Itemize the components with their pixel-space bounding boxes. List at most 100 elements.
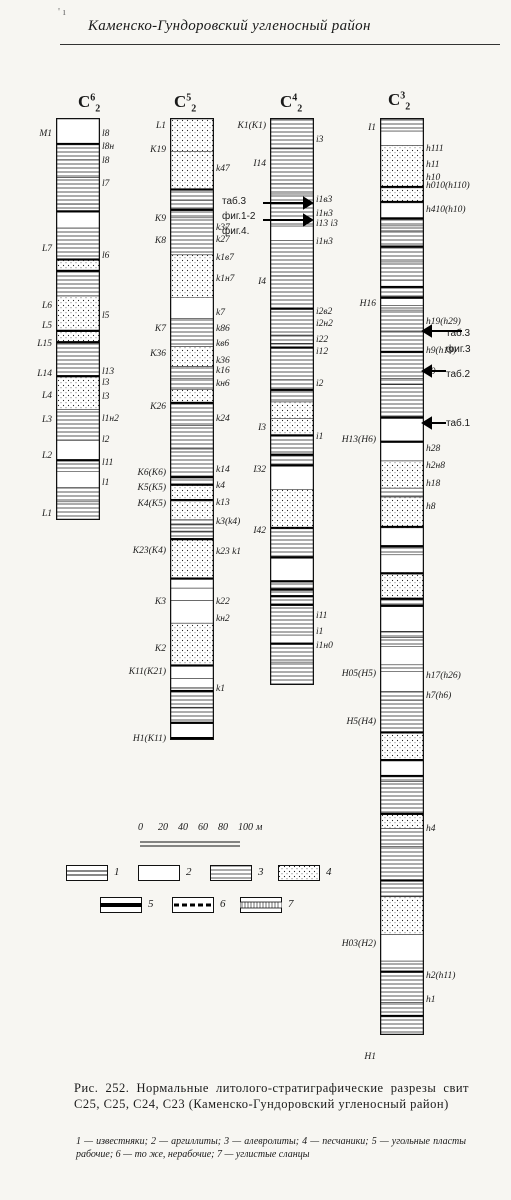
legend-number-7: 7 (288, 898, 294, 910)
coal-seam-20 (271, 580, 313, 583)
coal-seam-0 (57, 142, 99, 145)
right-label-c2-3-15: h2(h11) (426, 971, 456, 981)
legend-number-6: 6 (220, 898, 226, 910)
coal-seam-4 (57, 210, 99, 213)
strata-svg (57, 119, 99, 519)
stratum-dots-22 (171, 539, 213, 580)
right-label-c2-4-3: i13 i3 (316, 219, 338, 229)
left-label-c2-4-4: I32 (253, 465, 266, 475)
coal-seam-19 (271, 556, 313, 559)
stratum-hatch-0 (271, 119, 313, 150)
right-label-c2-6-3: l7 (102, 179, 110, 189)
right-label-c2-6-7: l3 (102, 378, 110, 388)
annotation-c2-4-0: таб.3 (222, 196, 247, 207)
left-label-c2-4-3: I3 (258, 423, 266, 433)
stratum-dots-2 (381, 145, 423, 189)
strata-svg (381, 119, 423, 1034)
right-label-c2-4-4: i1н3 (316, 237, 333, 247)
coal-seam-21 (271, 588, 313, 591)
left-label-c2-6-4: L15 (37, 339, 52, 349)
coal-seam-21 (171, 538, 213, 541)
right-label-c2-5-8: k36 (216, 356, 230, 366)
legend-caption: 1 — известняки; 2 — аргиллиты; 3 — алевр… (76, 1136, 466, 1160)
scale-tick-label-0: 0 (138, 822, 143, 833)
stratum-hatch-18 (57, 501, 99, 519)
column-title-c2-5: C52 (174, 92, 197, 115)
stratum-hatch-6 (57, 227, 99, 261)
legend-swatch-siltstone (210, 865, 252, 881)
right-label-c2-5-15: k3(k4) (216, 517, 241, 527)
right-label-c2-3-16: h1 (426, 995, 436, 1005)
stratum-blank-19 (381, 418, 423, 443)
coal-seam-10 (381, 285, 423, 288)
strata-svg (171, 119, 213, 739)
legend-swatch-coal-working (100, 897, 142, 913)
right-label-c2-6-11: l11 (102, 458, 114, 468)
left-label-c2-6-1: L7 (41, 244, 52, 254)
right-label-c2-3-8: h28 (426, 444, 441, 454)
left-label-c2-3-4: H5(H4) (346, 717, 376, 727)
coal-seam-18 (381, 416, 423, 419)
annotation-c2-3-2: таб.2 (446, 369, 471, 380)
right-label-c2-6-0: l8 (102, 129, 110, 139)
right-label-c2-6-10: l2 (102, 435, 110, 445)
right-label-c2-6-5: l5 (102, 311, 110, 321)
right-label-c2-6-12: l1 (102, 478, 110, 488)
right-label-c2-4-13: i1н0 (316, 641, 333, 651)
left-label-c2-4-1: I14 (253, 159, 266, 169)
left-label-c2-6-5: L14 (37, 369, 52, 379)
scale-tick-label-5: 100 (238, 822, 253, 833)
right-label-c2-4-11: i11 (316, 611, 328, 621)
coal-seam-36 (381, 731, 423, 734)
coal-seam-11 (57, 375, 99, 378)
left-label-c2-6-6: L4 (41, 391, 52, 401)
stratum-hatch-5 (171, 217, 213, 256)
coal-seam-15 (271, 453, 313, 456)
stratum-dots-9 (57, 295, 99, 333)
coal-seam-26 (171, 664, 213, 667)
stratigraphic-column-c2-3 (380, 118, 424, 1035)
left-label-c2-5-10: K23(K4) (132, 546, 166, 556)
right-label-c2-5-10: kн6 (216, 379, 230, 389)
stratum-hatch-8 (57, 271, 99, 297)
coal-seam-6 (57, 258, 99, 261)
left-label-c2-5-3: K8 (154, 236, 166, 246)
left-label-c2-5-11: K3 (154, 597, 166, 607)
legend-number-3: 3 (258, 866, 264, 878)
coal-seam-38 (381, 774, 423, 777)
left-label-c2-4-0: K1(K1) (237, 121, 267, 131)
coal-seam-37 (381, 758, 423, 761)
coal-seam-15 (171, 476, 213, 479)
coal-seam-7 (57, 269, 99, 272)
coal-seam-47 (381, 970, 423, 973)
coal-seam-14 (271, 434, 313, 437)
left-label-c2-6-2: L6 (41, 301, 52, 311)
stratum-hatch-40 (381, 781, 423, 816)
right-label-c2-3-12: h17(h26) (426, 671, 461, 681)
right-label-c2-3-2: h10 (426, 173, 441, 183)
right-label-c2-5-16: k23 k1 (216, 547, 242, 557)
right-label-c2-6-1: l8н (102, 142, 115, 152)
stratum-hatch-16 (381, 352, 423, 379)
coal-seam-3 (171, 208, 213, 211)
annotation-c2-4-2: фиг.4. (222, 226, 250, 237)
legend-swatch-coal-nonworking (172, 897, 214, 913)
coal-seam-24 (381, 545, 423, 548)
left-label-c2-5-13: K11(K21) (128, 667, 166, 677)
legend-swatch-sandstone (278, 865, 320, 881)
annotation-c2-3-1: фиг.3 (446, 344, 471, 355)
right-label-c2-3-13: h7(h6) (426, 691, 452, 701)
column-title-c2-3: C32 (388, 90, 411, 113)
stratum-dots-1 (171, 151, 213, 191)
left-label-c2-3-5: H03(H2) (341, 939, 376, 949)
right-label-c2-5-5: k7 (216, 308, 225, 318)
legend-number-2: 2 (186, 866, 192, 878)
stratigraphic-column-c2-6 (56, 118, 100, 520)
left-label-c2-3-3: H05(H5) (341, 669, 376, 679)
arrowhead (421, 364, 432, 378)
coal-seam-1 (171, 188, 213, 191)
right-label-c2-4-10: i1 (316, 432, 324, 442)
